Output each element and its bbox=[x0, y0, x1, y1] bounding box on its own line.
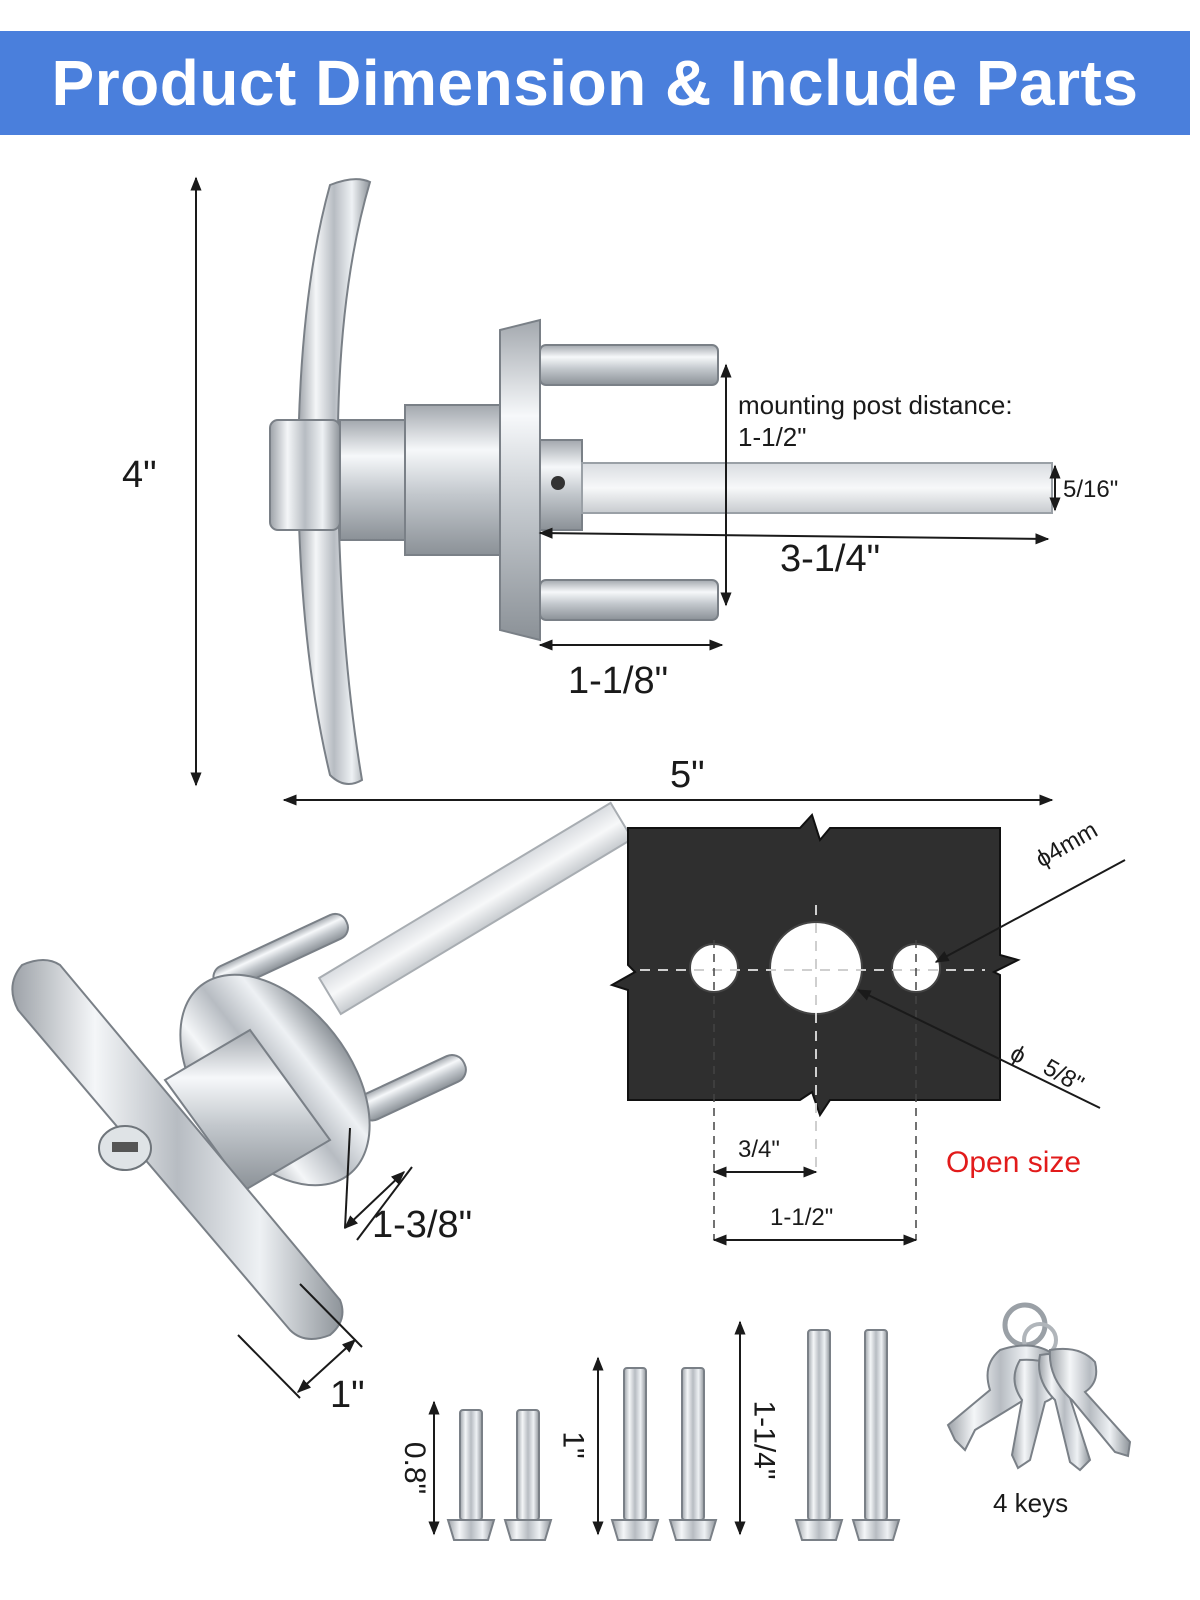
banner-title: Product Dimension & Include Parts bbox=[51, 47, 1139, 119]
housing-length-label: 1-3/8" bbox=[372, 1204, 473, 1246]
post-length-label: 1-1/8" bbox=[568, 660, 669, 702]
width-label: 5" bbox=[670, 754, 705, 796]
angled-view-handle bbox=[11, 801, 634, 1340]
post-distance-value: 1-1/2" bbox=[738, 422, 807, 452]
hole-spacing-label: 1-1/2" bbox=[770, 1204, 834, 1231]
screw-length-0-8-label: 0.8" bbox=[398, 1441, 432, 1495]
post-distance-label: mounting post distance: bbox=[738, 390, 1013, 420]
shaft-width-label: 5/16" bbox=[1063, 476, 1119, 503]
screw-length-1-1-4-label: 1-1/4" bbox=[747, 1400, 781, 1480]
mounting-plate bbox=[609, 813, 1021, 1240]
handle-width-label: 1" bbox=[330, 1374, 365, 1416]
screw-length-1-label: 1" bbox=[556, 1431, 590, 1459]
screws bbox=[446, 1329, 901, 1541]
shaft-length-label: 3-1/4" bbox=[780, 538, 881, 580]
hole-offset-label: 3/4" bbox=[738, 1136, 780, 1163]
plate-dimension-lines bbox=[712, 859, 1126, 1246]
open-size-caption: Open size bbox=[946, 1146, 1082, 1179]
keys-caption: 4 keys bbox=[993, 1488, 1069, 1518]
angled-view-dimension-lines bbox=[237, 1127, 413, 1399]
screw-dimension-lines bbox=[428, 1320, 746, 1536]
height-label: 4" bbox=[122, 454, 157, 496]
side-view-dimension-lines bbox=[190, 176, 1061, 806]
keys-illustration bbox=[946, 1302, 1132, 1472]
title-banner: Product Dimension & Include Parts bbox=[0, 31, 1190, 135]
